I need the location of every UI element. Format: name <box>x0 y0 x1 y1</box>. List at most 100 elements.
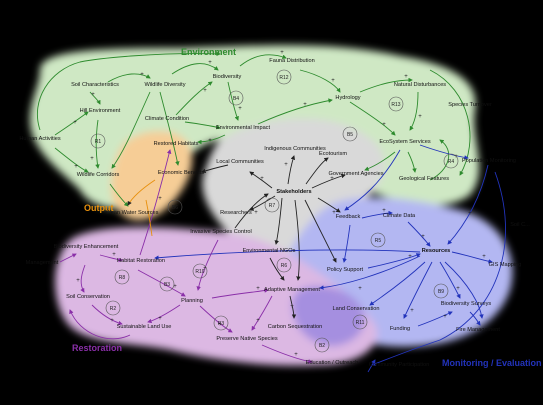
node-hydrology-l1: Hydrology <box>335 95 360 101</box>
link-bigloop <box>429 69 471 176</box>
loop-b6: B6 <box>167 199 183 215</box>
node-carbon-seq-l1: Carbon Sequestration <box>268 324 322 330</box>
node-invasive-control-l1: Invasive Species Control <box>190 229 252 235</box>
node-gov-agencies-l1: Government Agencies <box>328 171 383 177</box>
link-human-corridor <box>54 147 89 173</box>
loop-r8: R8 <box>114 269 130 285</box>
node-management-l1: Management <box>26 260 59 266</box>
svg-text:+: + <box>158 196 162 202</box>
link-management-bioenh <box>59 253 77 263</box>
node-natural-disturbances: Natural Disturbances <box>394 82 446 88</box>
link-wildlife-economic <box>159 91 180 166</box>
node-gis-l1: GIS Mapping <box>489 262 522 268</box>
link-bioenh-habitat <box>99 254 123 263</box>
node-resources: Resources <box>422 248 451 254</box>
node-community-l1: Community Participation <box>369 362 430 368</box>
loop-b5-label: B5 <box>347 132 353 138</box>
node-adaptive-mgmt: Adaptive Management <box>264 287 320 293</box>
svg-text:+: + <box>218 322 222 328</box>
svg-text:+: + <box>421 234 425 240</box>
node-planning: Planning <box>181 298 203 304</box>
link-ngos-adaptive <box>269 257 285 281</box>
link-sustain-loop <box>69 309 131 340</box>
svg-text:+: + <box>290 304 294 310</box>
loop-r3-label: R3 <box>218 321 225 327</box>
loop-b6-label: B6 <box>172 205 178 211</box>
loop-r6: R6 <box>276 257 292 273</box>
link-resources-habitat <box>154 249 421 260</box>
link-soil-wildlife <box>107 73 151 83</box>
svg-text:+: + <box>90 156 94 162</box>
node-habitat-restoration: Habitat Restoration <box>117 258 165 264</box>
loop-r1: R1 <box>90 133 106 149</box>
link-output-arrow <box>145 199 153 237</box>
node-pop-monitoring: Population Monitoring <box>462 158 516 164</box>
svg-text:+: + <box>260 176 264 182</box>
loop-r2: R2 <box>105 300 121 316</box>
link-feedback-climate <box>361 210 393 219</box>
loop-b4: B4 <box>228 90 244 106</box>
group-label-restoration: Restoration <box>72 343 122 353</box>
node-stakeholders: Stakeholders <box>276 189 311 195</box>
svg-text:+: + <box>256 286 260 292</box>
svg-text:+: + <box>418 114 422 120</box>
svg-text:+: + <box>443 314 447 320</box>
node-natural-disturbances-l1: Natural Disturbances <box>394 82 446 88</box>
loop-r10-label: R10 <box>195 269 204 275</box>
link-soilcons-sustain <box>91 304 123 326</box>
link-stake-indig <box>287 155 295 185</box>
svg-text:+: + <box>404 74 408 80</box>
svg-text:+: + <box>482 254 486 260</box>
loop-r7-label: R7 <box>269 203 276 209</box>
loop-r7: R7 <box>264 197 280 213</box>
node-land-conservation-l1: Land Conservation <box>333 306 380 312</box>
loop-b9: B9 <box>433 283 449 299</box>
node-soil-cut: Soil C... <box>510 222 530 228</box>
svg-text:+: + <box>91 92 95 98</box>
svg-text:+: + <box>73 120 77 126</box>
svg-text:+: + <box>203 266 207 272</box>
link-resources-adaptive <box>319 255 421 290</box>
node-hill-env: Hill Environment <box>80 108 121 114</box>
link-popmon-resources <box>447 164 489 245</box>
link-hydro-eco <box>349 101 396 136</box>
node-geological-l1: Geological Features <box>399 176 449 182</box>
node-biodiversity-surveys: Biodiversity Surveys <box>441 301 492 307</box>
svg-text:+: + <box>203 88 207 94</box>
node-soil-cut-l1: Soil C... <box>510 222 530 228</box>
node-human-activities: Human Activities <box>19 136 61 142</box>
svg-text:+: + <box>76 278 80 284</box>
node-sustainable-land-l1: Sustainable Land Use <box>117 324 172 330</box>
svg-text:+: + <box>456 286 460 292</box>
svg-text:+: + <box>208 138 212 144</box>
node-policy-support: Policy Support <box>327 267 364 273</box>
node-funding: Funding <box>390 326 410 332</box>
link-bio-fauna <box>239 54 287 67</box>
svg-text:+: + <box>112 252 116 258</box>
link-hydro-natdist <box>359 77 413 93</box>
node-wildlife-div: Wildlife Diversity <box>144 82 185 88</box>
link-local-economic <box>201 164 229 173</box>
loop-r11-label: R11 <box>356 320 365 326</box>
node-soil-char-l1: Soil Characteristics <box>71 82 119 88</box>
group-labels: Environment Output Restoration Monitorin… <box>72 47 542 368</box>
node-education-l1: Education / Outreach <box>306 360 359 366</box>
link-bioenh-soilcons <box>80 264 86 293</box>
loop-r12-label: R12 <box>279 75 288 81</box>
node-biodiversity-enh-l1: Biodiversity Enhancement <box>54 244 119 250</box>
node-species-turnover-l1: Species Turnover <box>448 102 492 108</box>
node-env-impact-l1: Environmental Impact <box>216 125 271 131</box>
svg-text:+: + <box>332 210 336 216</box>
link-climate-resources <box>407 221 431 247</box>
node-carbon-seq: Carbon Sequestration <box>268 324 322 330</box>
node-human-activities-l1: Human Activities <box>19 136 61 142</box>
svg-text:+: + <box>158 316 162 322</box>
svg-text:+: + <box>280 50 284 56</box>
link-planning-sustain <box>147 304 181 324</box>
node-fire-mgmt: Fire Management <box>456 327 500 333</box>
node-climate-cond-l1: Climate Condition <box>145 116 189 122</box>
group-label-monitoring: Monitoring / Evaluation <box>442 358 542 368</box>
node-env-ngos-l1: Environmental NGOs <box>243 248 296 254</box>
node-climate-cond: Climate Condition <box>145 116 189 122</box>
